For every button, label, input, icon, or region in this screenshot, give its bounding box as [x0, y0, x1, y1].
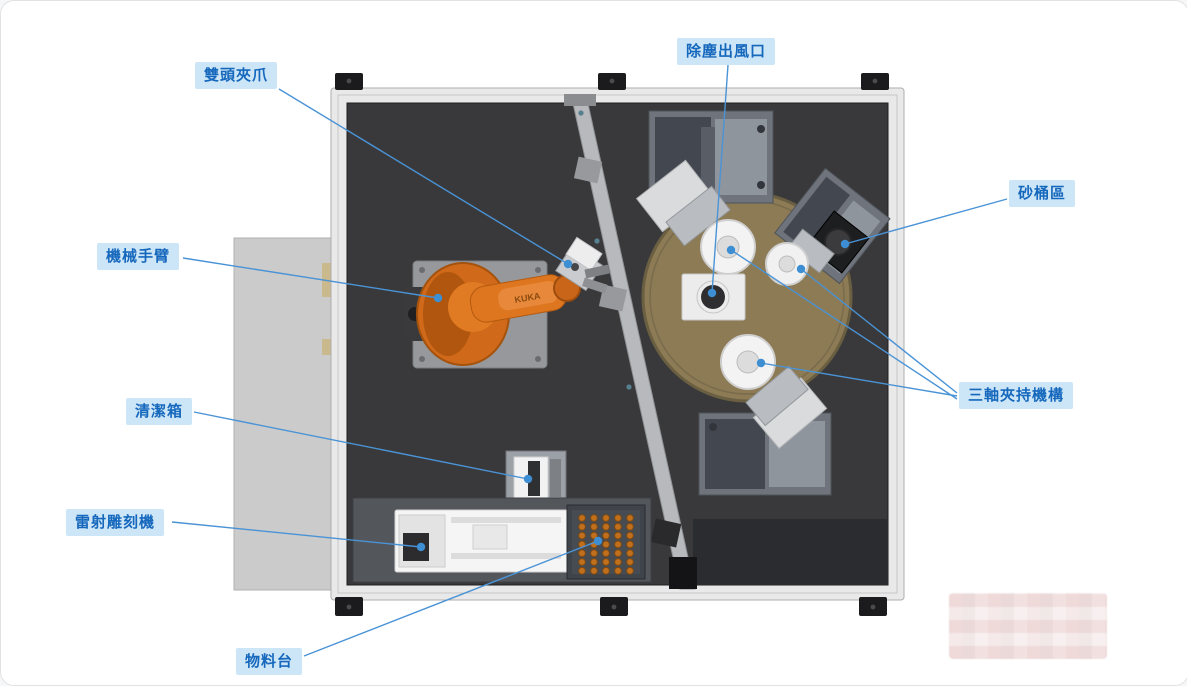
clamp-bracket-bottom	[745, 365, 828, 449]
leader-dot-robot-arm	[433, 293, 443, 303]
kuka-robot: KUKA	[404, 260, 581, 369]
leader-dot-three-axis-clamp	[756, 358, 766, 368]
tray-part-dot	[614, 540, 622, 549]
tray-part-dot	[602, 558, 610, 566]
tray-part-dot	[602, 522, 610, 531]
tray-part-dot	[590, 514, 598, 522]
leader-dot-three-axis-clamp	[796, 264, 806, 274]
leader-dot-cleaning-box	[523, 474, 533, 484]
leader-dot-sand-bucket-zone	[840, 239, 850, 249]
fixture-dish-bottom	[720, 334, 776, 390]
tray-part-dot	[578, 558, 586, 566]
leader-line-dust-outlet	[711, 64, 729, 294]
tray-part-dot	[614, 522, 622, 531]
tray-part-dot	[602, 549, 610, 558]
leader-line-laser-engraver	[171, 521, 422, 548]
tray-part-dot	[578, 514, 586, 522]
tray-part-dot	[626, 540, 634, 549]
callout-leader-lines	[171, 64, 1008, 657]
leader-dot-dust-outlet	[707, 288, 717, 298]
tray-part-dot	[626, 531, 634, 540]
bottom-right-panel	[693, 519, 888, 585]
fixture-dish-top	[700, 219, 756, 275]
tray-part-dot	[626, 566, 634, 575]
leader-line-three-axis-clamp	[730, 249, 958, 400]
tray-part-dot	[614, 566, 622, 575]
tray-part-dot	[578, 566, 586, 575]
tray-part-dot	[578, 531, 586, 540]
leader-line-robot-arm	[182, 257, 439, 299]
robot-brand-text: KUKA	[514, 291, 542, 305]
tray-part-dot	[590, 566, 598, 575]
leader-dot-three-axis-clamp	[726, 245, 736, 255]
tray-part-dot	[590, 558, 598, 566]
tray-dots	[578, 514, 634, 575]
tray-part-dot	[602, 531, 610, 540]
double-head-gripper	[555, 236, 610, 294]
tray-part-dot	[590, 522, 598, 531]
tray-part-dot	[614, 549, 622, 558]
tray-part-dot	[578, 522, 586, 531]
leader-line-three-axis-clamp	[800, 268, 958, 394]
tray-part-dot	[578, 549, 586, 558]
leader-line-double-head-gripper	[278, 88, 569, 265]
material-tray	[566, 504, 646, 580]
leader-line-sand-bucket-zone	[844, 198, 1008, 245]
tray-part-dot	[602, 514, 610, 522]
tray-part-dot	[626, 558, 634, 566]
leader-dot-laser-engraver	[416, 542, 426, 552]
mounting-brackets	[335, 73, 889, 616]
tray-part-dot	[590, 549, 598, 558]
tray-part-dot	[602, 566, 610, 575]
tray-part-dot	[626, 514, 634, 522]
watermark-blurred	[949, 593, 1107, 659]
tray-part-dot	[602, 540, 610, 549]
leader-dot-material-table	[593, 536, 603, 546]
fixture-dish-right	[765, 242, 809, 286]
leader-line-cleaning-box	[193, 411, 529, 480]
leader-line-material-table	[303, 540, 599, 657]
tray-part-dot	[626, 549, 634, 558]
tray-part-dot	[614, 514, 622, 522]
leader-line-three-axis-clamp	[760, 362, 958, 397]
side-panel	[233, 237, 334, 591]
cleaning-box	[505, 450, 567, 505]
clamp-bracket-top	[635, 159, 731, 247]
rail-end-block	[669, 557, 697, 589]
tray-part-dot	[626, 522, 634, 531]
tray-part-dot	[590, 531, 598, 540]
tray-part-dot	[614, 531, 622, 540]
tray-part-dot	[614, 558, 622, 566]
leader-dot-double-head-gripper	[563, 259, 573, 269]
